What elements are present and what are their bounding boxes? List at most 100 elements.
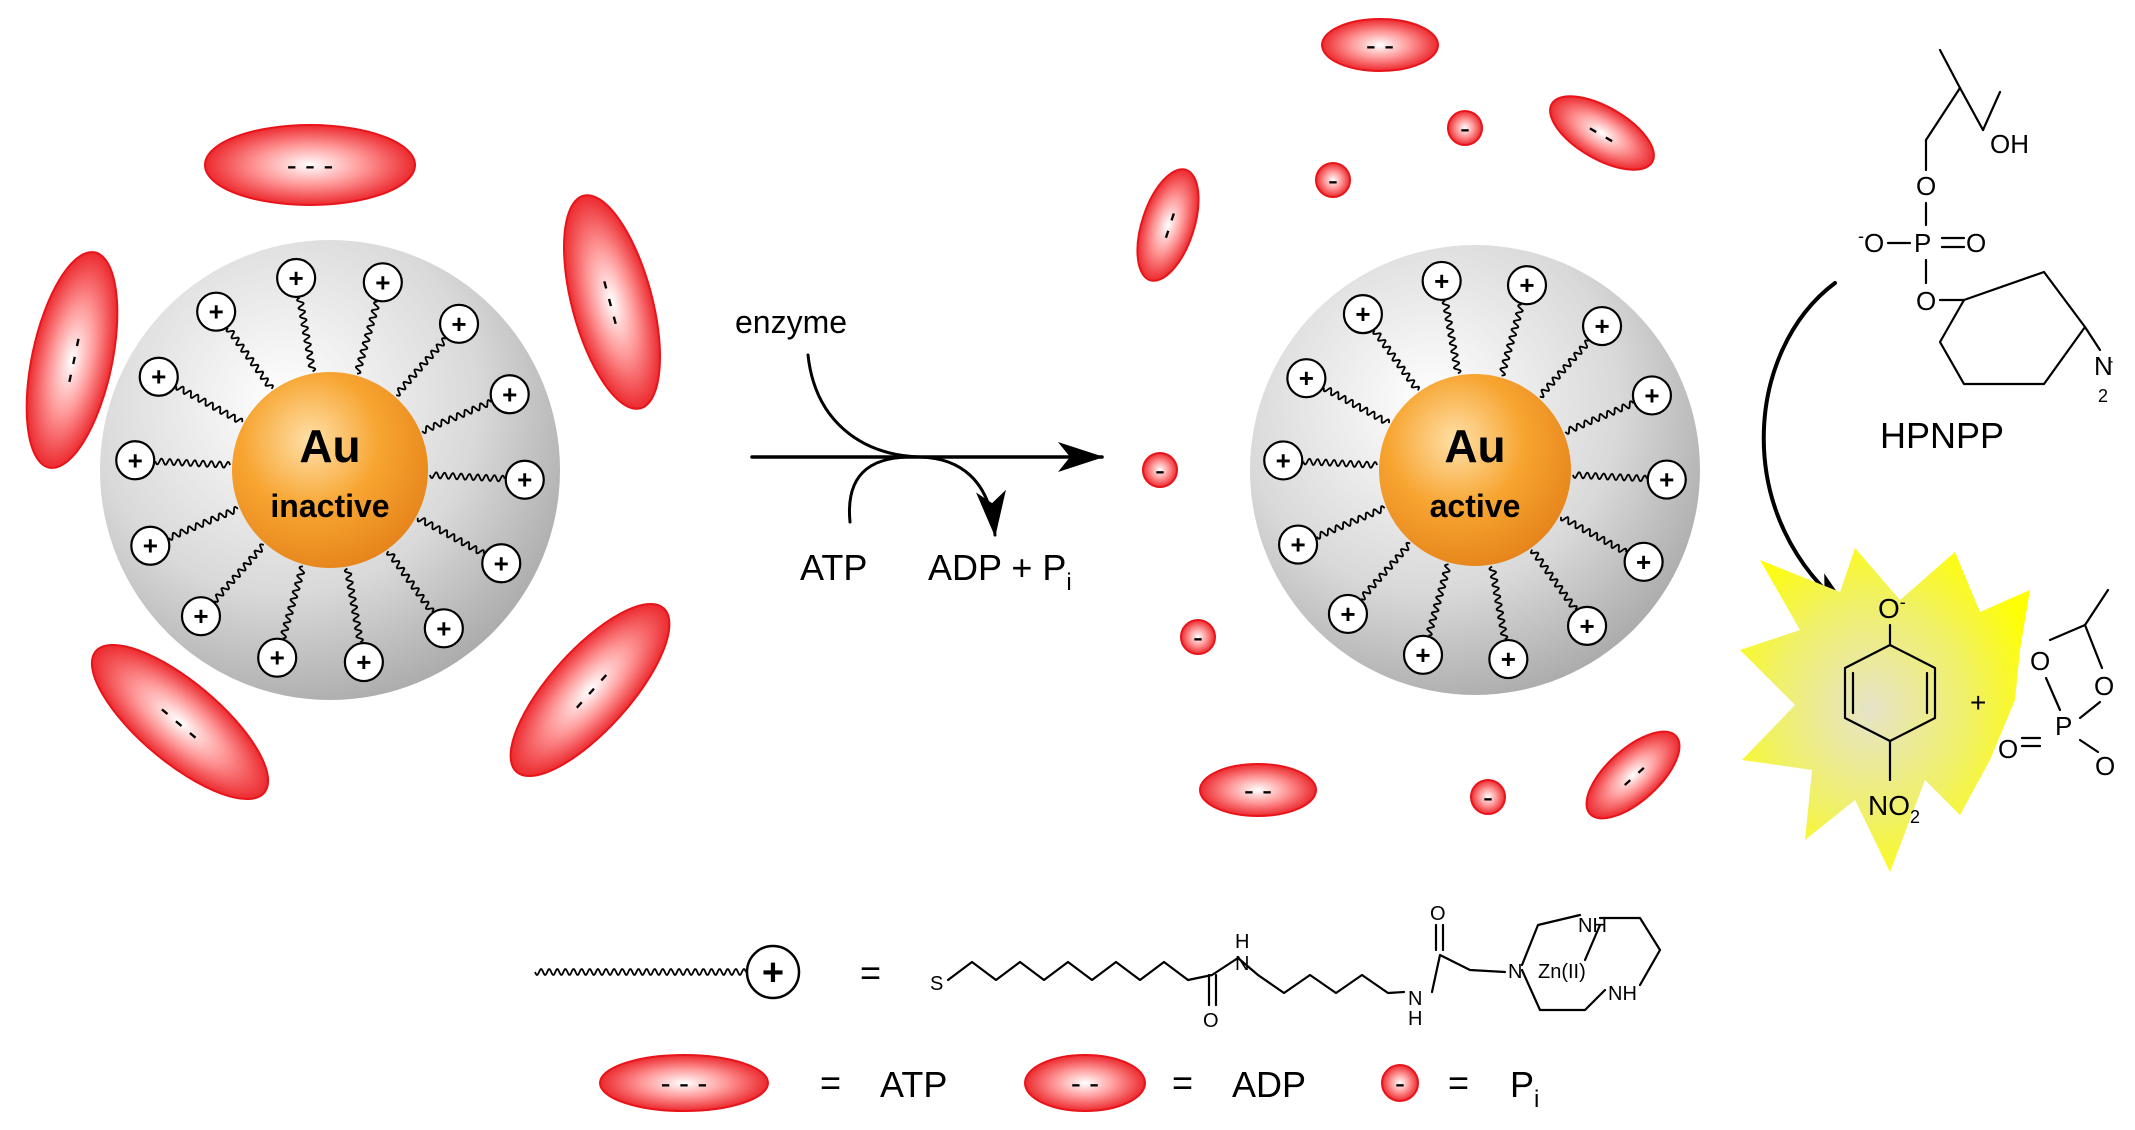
svg-text:- - -: - - - — [287, 149, 334, 182]
svg-text:+: + — [270, 643, 285, 673]
svg-text:+: + — [1659, 465, 1674, 495]
svg-text:+: + — [143, 531, 158, 561]
atp-molecule: - - - — [25, 251, 119, 469]
legend-plus-ammonium: + — [745, 944, 801, 1000]
ammonium-head: + — [115, 440, 156, 481]
svg-text:H: H — [1408, 1008, 1422, 1030]
equals-sign: = — [820, 1062, 841, 1103]
legend-pi-circle: - — [1381, 1064, 1419, 1102]
svg-text:NH: NH — [1608, 983, 1637, 1005]
ligand-structure: S O H N N H O N Zn(II) NH NH — [930, 903, 1662, 1032]
legend-adp-ellipse: - - — [1024, 1054, 1146, 1112]
ligand-chain — [1372, 329, 1421, 391]
svg-text:NH: NH — [1578, 915, 1607, 937]
atp-molecule: - - - — [204, 124, 416, 206]
ammonium-head: + — [343, 641, 384, 683]
svg-text:+: + — [289, 263, 304, 293]
ammonium-head: + — [438, 303, 480, 344]
ammonium-head: + — [1646, 459, 1687, 500]
core-label: Au — [299, 420, 360, 472]
ligand-chain — [416, 517, 485, 555]
svg-text:+: + — [1636, 547, 1651, 577]
svg-text:+: + — [1415, 640, 1430, 670]
o-minus: -O — [1858, 226, 1884, 258]
ligand-chain — [1315, 505, 1386, 540]
ammonium-head: + — [1277, 524, 1319, 565]
svg-text:+: + — [356, 647, 371, 677]
ligand-chain — [1322, 386, 1391, 424]
svg-text:+: + — [209, 297, 224, 327]
phosphate-ion: - — [1447, 110, 1483, 146]
svg-text:O: O — [2095, 751, 2115, 781]
ligand-chain — [1564, 400, 1635, 435]
atp-molecule: - - - — [563, 194, 661, 410]
bond — [1981, 90, 2002, 132]
ligand-chain — [1302, 458, 1378, 469]
nitro-subscript: 2 — [2098, 386, 2108, 406]
legend-wavy-linker — [534, 968, 747, 976]
products: O- NO2 + O O P O O — [1740, 548, 2115, 872]
ligand-chain — [1499, 303, 1524, 377]
ligand-chain — [213, 543, 265, 603]
nanoparticle-inactive: ++++++++++++++ Au inactive — [100, 240, 560, 700]
phosphate-ion: - — [1470, 779, 1506, 815]
svg-text:H: H — [1235, 931, 1249, 953]
ligand-chain — [395, 337, 447, 397]
ligand-chain — [1360, 541, 1411, 601]
svg-text:P: P — [2055, 711, 2072, 741]
svg-text:+: + — [1276, 445, 1291, 475]
svg-text:N: N — [1508, 961, 1522, 983]
ammonium-head: + — [1623, 541, 1664, 582]
ligand-chain — [1441, 299, 1462, 375]
nitro-n: N — [2094, 351, 2113, 381]
ammonium-head: + — [1263, 440, 1304, 481]
phosphorus: P — [1914, 228, 1931, 258]
phosphoryl-oxygen: O — [1966, 228, 1986, 258]
ligand-group-left: ++++++++++++++ — [115, 257, 545, 683]
svg-text:-: - — [1483, 781, 1493, 814]
svg-text:+: + — [494, 548, 509, 578]
svg-text:+: + — [502, 379, 517, 409]
gold-core — [232, 372, 428, 568]
svg-text:- -: - - — [1244, 774, 1272, 807]
adp-molecule: - - — [1585, 730, 1681, 820]
svg-text:O: O — [2030, 646, 2050, 676]
ammonium-head: + — [130, 525, 171, 566]
state-label: active — [1430, 488, 1521, 524]
equals-sign: = — [860, 952, 881, 993]
fluorescence-burst — [1740, 548, 2030, 872]
ligand-chain — [175, 385, 244, 423]
svg-text:O: O — [1203, 1010, 1219, 1032]
released-species-group: - -- -- -- -- ------ — [1136, 18, 1681, 820]
svg-text:+: + — [193, 601, 208, 631]
ligand-chain — [168, 505, 239, 542]
state-label: inactive — [270, 488, 389, 524]
svg-text:+: + — [1579, 611, 1594, 641]
svg-text:+: + — [1594, 311, 1609, 341]
aryl-oxygen: O — [1916, 286, 1936, 316]
hpnpp-structure: OH O P -O O O N - 2 HPNPP — [1858, 48, 2113, 456]
ammonium-head: + — [1566, 605, 1608, 646]
svg-text:+: + — [1340, 599, 1355, 629]
ammonium-head: + — [489, 374, 530, 415]
reaction-arrow: enzyme ATP ADP + Pi — [735, 304, 1104, 596]
svg-text:O: O — [1430, 903, 1446, 925]
svg-text:+: + — [1290, 530, 1305, 560]
svg-text:- -: - - — [1071, 1067, 1099, 1100]
svg-text:+: + — [762, 952, 784, 994]
gold-core — [1379, 374, 1571, 566]
ammonium-head: + — [1421, 260, 1462, 302]
atp-adp-curve — [847, 455, 1006, 537]
ligand-chain — [1426, 563, 1451, 637]
svg-text:+: + — [1355, 299, 1370, 329]
ligand-chain — [1539, 339, 1590, 399]
equals-sign: = — [1448, 1062, 1469, 1103]
svg-text:+: + — [517, 465, 532, 495]
phosphate-ion: - — [1180, 619, 1216, 655]
svg-text:N: N — [1235, 953, 1249, 975]
adp-molecule: - - — [1321, 18, 1439, 72]
ligand-chain — [354, 300, 380, 375]
ammonium-head: + — [1402, 634, 1444, 675]
bond — [1938, 48, 1962, 90]
